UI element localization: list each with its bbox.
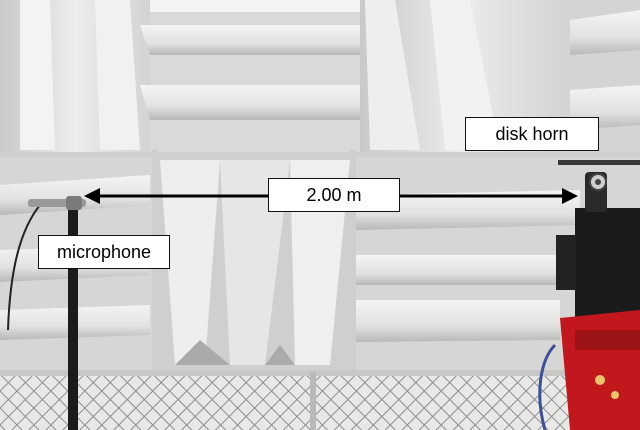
distance-label: 2.00 m — [268, 178, 400, 212]
upper-foam-wedges — [0, 0, 640, 160]
frame-rail — [0, 152, 640, 157]
disk-horn-assembly — [538, 160, 640, 430]
microphone-stand — [28, 196, 86, 430]
microphone-label: microphone — [38, 235, 170, 269]
disk-horn-label: disk horn — [465, 117, 599, 151]
floor-grating — [0, 372, 640, 430]
